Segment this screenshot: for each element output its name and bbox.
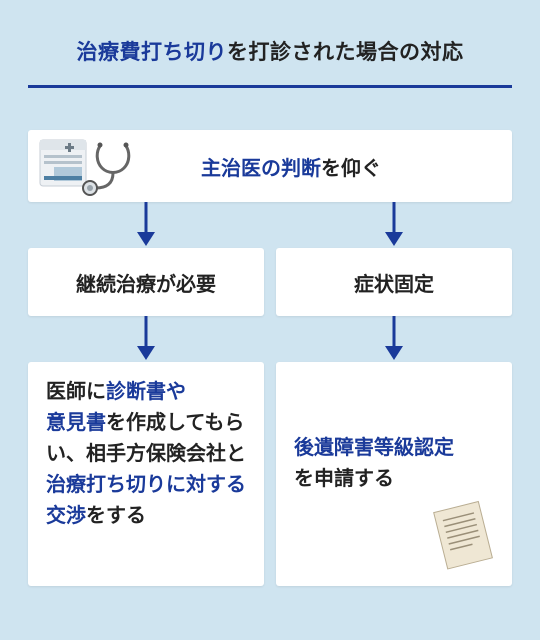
medical-equipment-icon: [39, 139, 131, 196]
text-segment-highlight: 意見書: [46, 410, 106, 434]
text-segment: 医師に: [46, 379, 106, 403]
arrow-down-icon: [137, 202, 155, 246]
text-segment-highlight: 後遺障害等級認定: [294, 435, 454, 459]
document-icon: [433, 500, 493, 570]
title-underline: [28, 85, 512, 88]
step-consult-doctor-label: 主治医の判断を仰ぐ: [28, 130, 512, 202]
action-apply-text: 後遺障害等級認定を申請する: [294, 432, 500, 494]
action-negotiate-text: 医師に診断書や意見書を作成してもらい、相手方保険会社と治療打ち切りに対する交渉を…: [46, 376, 252, 531]
text-segment: をする: [86, 503, 146, 527]
text-segment-highlight: 治療打ち切りに対する交渉: [46, 472, 246, 527]
text-segment: を作成してもらい、相手方保険会社と: [46, 410, 246, 465]
arrow-down-icon: [385, 202, 403, 246]
title-rest: を打診された場合の対応: [227, 40, 464, 64]
text-segment: を申請する: [294, 466, 394, 490]
stethoscope-icon: [82, 142, 131, 196]
top-box-rest: を仰ぐ: [321, 155, 381, 180]
condition-continue-treatment: 継続治療が必要: [28, 248, 264, 316]
page-title: 治療費打ち切りを打診された場合の対応: [28, 22, 512, 82]
text-segment-highlight: 診断書や: [106, 379, 186, 403]
top-box-highlight: 主治医の判断: [201, 155, 321, 180]
title-highlight: 治療費打ち切り: [76, 40, 227, 64]
arrow-down-icon: [385, 316, 403, 360]
arrow-down-icon: [137, 316, 155, 360]
action-negotiate: 医師に診断書や意見書を作成してもらい、相手方保険会社と治療打ち切りに対する交渉を…: [28, 362, 264, 586]
step-consult-doctor: 主治医の判断を仰ぐ: [28, 130, 512, 202]
condition-symptom-fixed: 症状固定: [276, 248, 512, 316]
title-header: 治療費打ち切りを打診された場合の対応: [28, 22, 512, 88]
